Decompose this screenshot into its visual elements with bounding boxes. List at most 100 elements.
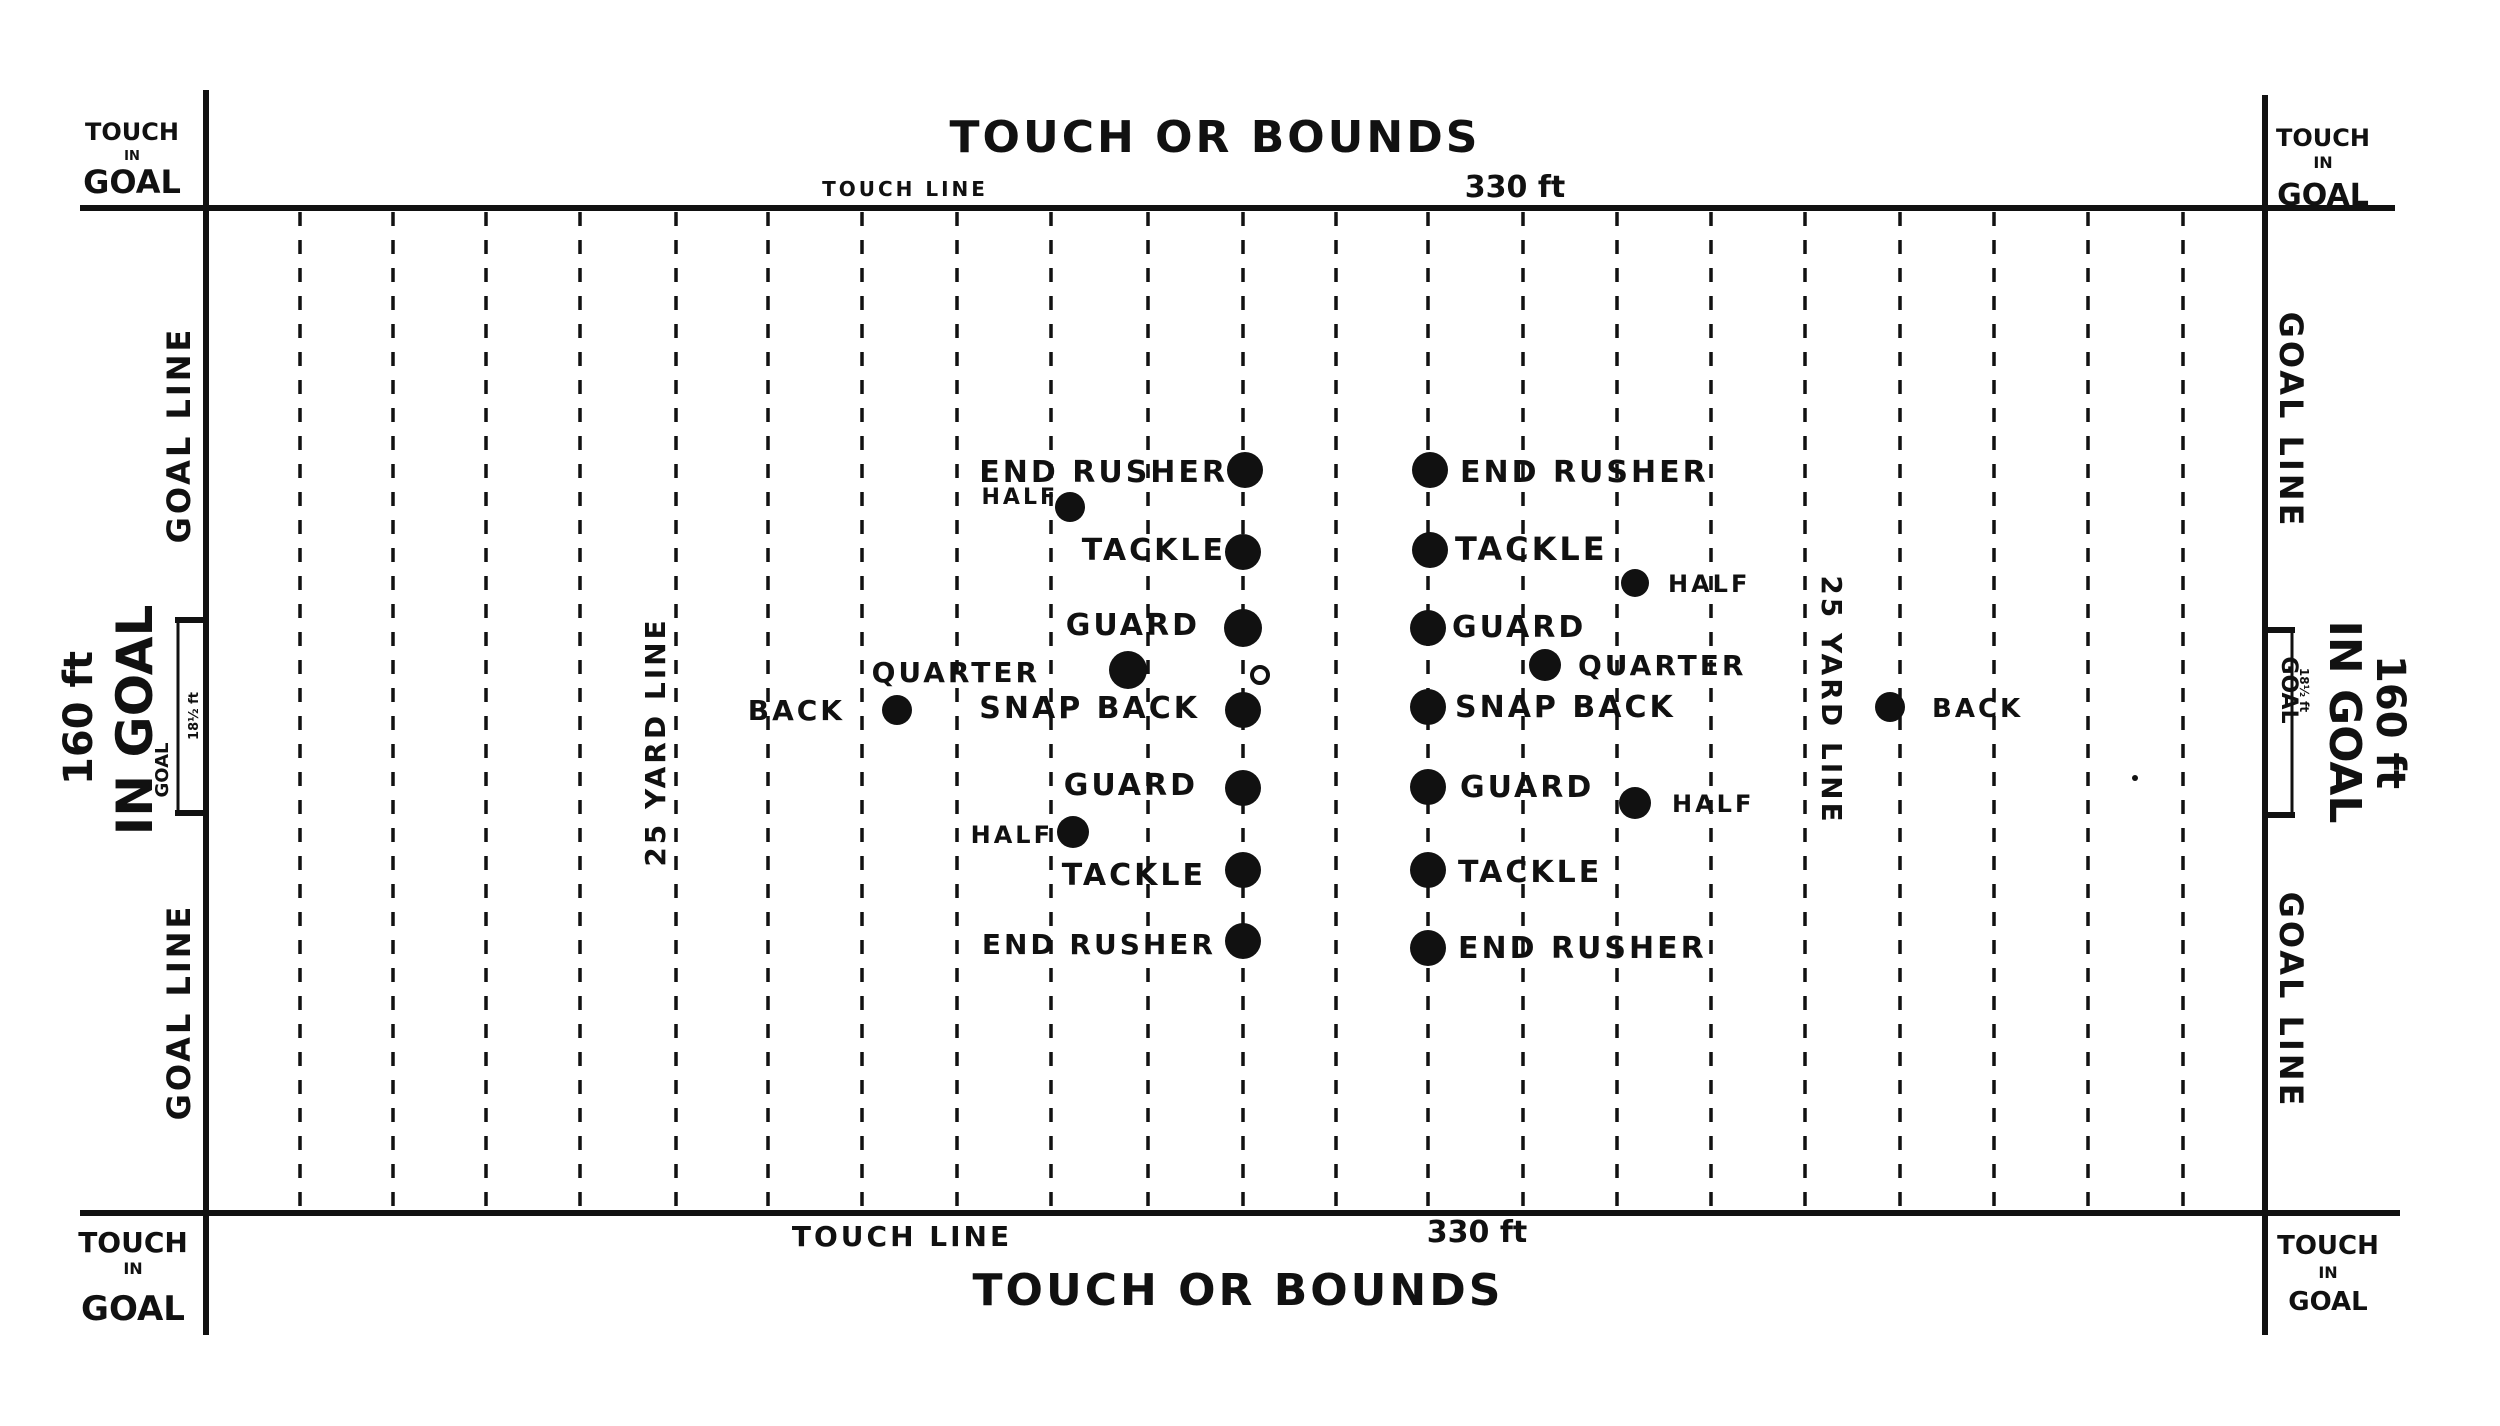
player-right: END RUSHER [1412,452,1709,490]
player-marker [1057,816,1089,848]
yard-line-label-right: 25 YARD LINE [1815,575,1848,824]
in-goal-width-left: 160 ft [56,651,102,785]
player-left: HALF [971,816,1089,849]
player-marker [1109,651,1147,689]
touch-in-goal-word: GOAL [81,1289,185,1329]
touch-line-label-top: TOUCH LINE [822,177,988,201]
goal-width-left: 18½ ft [187,692,202,740]
player-label: SNAP BACK [979,691,1200,726]
in-goal-width-right: 160 ft [2367,655,2413,789]
player-label: BACK [1932,694,2023,724]
in-goal-label-right: IN GOAL [2319,621,2370,824]
player-marker [1410,852,1446,888]
length-label-top: 330 ft [1465,170,1565,205]
player-right: SNAP BACK [1410,689,1676,725]
in-goal-label-left: IN GOAL [106,605,164,836]
player-label: END RUSHER [982,928,1216,961]
bounds-label-bottom: TOUCH OR BOUNDS [973,1265,1504,1316]
stray-dot [2132,775,2138,781]
player-marker [1619,787,1651,819]
player-left: GUARD [1064,768,1261,806]
player-label: GUARD [1460,770,1594,805]
player-label: HALF [1668,570,1750,598]
touch-in-goal-bottom-right: TOUCH IN GOAL [2277,1231,2379,1317]
player-marker [1410,610,1446,646]
player-marker [1224,609,1262,647]
touch-in-goal-word: GOAL [2277,178,2369,213]
player-marker [1621,569,1649,597]
touch-in-goal-word: IN [124,149,140,164]
player-label: END RUSHER [979,455,1228,490]
player-label: END RUSHER [1460,455,1709,490]
touch-in-goal-word: IN [2313,153,2332,172]
goal-line-label-left-top: GOAL LINE [160,327,198,544]
touch-in-goal-top-right: TOUCH IN GOAL [2276,124,2370,213]
touch-in-goal-word: TOUCH [78,1226,188,1259]
player-right: BACK [1875,692,2023,724]
player-left: END RUSHER [979,452,1263,490]
touch-in-goal-bottom-left: TOUCH IN GOAL [78,1226,188,1329]
player-label: GUARD [1452,610,1586,645]
player-right: HALF [1621,569,1750,598]
player-right: END RUSHER [1410,930,1707,966]
player-marker [1529,649,1561,681]
player-right: QUARTER [1529,649,1746,682]
yard-line-label-left: 25 YARD LINE [639,617,672,866]
player-label: HALF [982,485,1059,510]
bounds-label-top: TOUCH OR BOUNDS [950,112,1481,163]
player-left: TACKLE [1082,533,1261,570]
player-label: GUARD [1064,768,1198,803]
player-right: HALF [1619,787,1754,819]
player-label: SNAP BACK [1455,690,1676,725]
field-lines [80,90,2400,1335]
player-left: BACK [748,694,912,727]
ball-mark [1250,665,1270,685]
player-label: TACKLE [1062,858,1206,893]
player-right: TACKLE [1410,852,1602,890]
player-label: BACK [748,694,845,727]
player-marker [1412,532,1448,568]
player-label: TACKLE [1458,855,1602,890]
player-marker [1412,452,1448,488]
player-right: TACKLE [1412,530,1608,568]
touch-line-label-bottom: TOUCH LINE [792,1220,1012,1253]
touch-in-goal-word: TOUCH [85,118,179,146]
goal-line-label-left-bottom: GOAL LINE [160,904,198,1121]
touch-in-goal-top-left: TOUCH IN GOAL [83,118,181,201]
player-label: GUARD [1066,608,1200,643]
goal-label-right: GOAL [2276,656,2301,723]
player-label: HALF [1672,790,1754,818]
player-marker [1225,923,1261,959]
goal-line-label-right-top: GOAL LINE [2272,312,2310,529]
player-marker [1055,492,1085,522]
player-marker [882,695,912,725]
player-label: TACKLE [1455,530,1608,568]
player-marker [1225,852,1261,888]
player-label: QUARTER [1578,649,1746,682]
player-left: END RUSHER [982,923,1261,961]
player-left: QUARTER [872,651,1147,689]
touch-in-goal-word: TOUCH [2276,124,2370,152]
player-label: QUARTER [872,656,1040,689]
player-marker [1225,692,1261,728]
touch-in-goal-word: GOAL [2288,1287,2367,1317]
player-left: GUARD [1066,608,1262,647]
player-right: GUARD [1410,610,1586,646]
goal-line-label-right-bottom: GOAL LINE [2272,892,2310,1109]
goal-label-left: GOAL [152,743,173,798]
player-label: TACKLE [1082,533,1226,568]
length-label-bottom: 330 ft [1427,1215,1527,1250]
player-marker [1410,769,1446,805]
player-label: HALF [971,821,1053,849]
touch-in-goal-word: IN [2318,1263,2337,1282]
touch-in-goal-word: TOUCH [2277,1231,2379,1261]
player-marker [1410,930,1446,966]
player-label: END RUSHER [1458,931,1707,966]
player-right: GUARD [1410,769,1594,805]
touch-in-goal-word: IN [123,1259,142,1278]
player-marker [1410,689,1446,725]
player-marker [1225,770,1261,806]
player-left: SNAP BACK [979,691,1261,728]
goal-width-right: 18½ ft [2297,668,2311,713]
